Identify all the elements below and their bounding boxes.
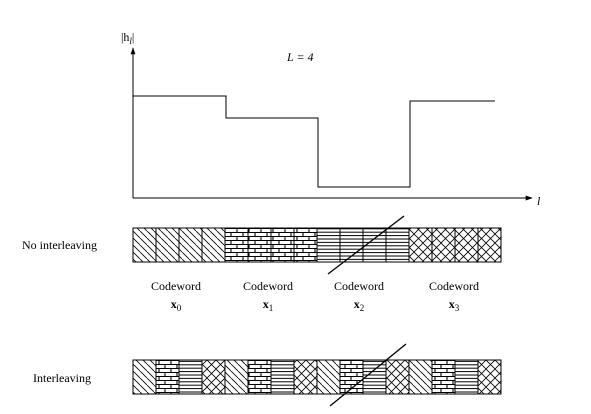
symbol-block-x0 [155, 227, 180, 263]
symbol-block-x1 [247, 227, 272, 263]
svg-text:Codeword: Codeword [429, 279, 479, 293]
codeword-row-no-interleaving [132, 227, 502, 263]
svg-text:Codeword: Codeword [243, 279, 293, 293]
no-interleaving-label: No interleaving [22, 238, 97, 252]
symbol-block-x0 [178, 227, 203, 263]
svg-text:Codeword: Codeword [334, 279, 384, 293]
symbol-block-x1 [293, 227, 318, 263]
symbol-block-x2 [339, 227, 364, 263]
svg-text:x2: x2 [354, 297, 365, 313]
codeword-row-interleaving [132, 359, 502, 395]
y-axis-label: |hl| [121, 30, 134, 46]
symbol-block-x1 [155, 359, 180, 395]
symbol-block-x0 [224, 359, 249, 395]
x-axis-label: l [537, 194, 541, 208]
symbol-block-x3 [408, 227, 433, 263]
symbol-block-x0 [316, 359, 341, 395]
symbol-block-x0 [408, 359, 433, 395]
parameter-label: L = 4 [286, 50, 314, 64]
symbol-block-x2 [178, 359, 203, 395]
symbol-block-x3 [201, 359, 226, 395]
svg-text:x0: x0 [171, 297, 182, 313]
fading-magnitude-curve [133, 95, 495, 188]
codeword-label-1: Codeword x1 [243, 279, 293, 313]
symbol-block-x3 [454, 227, 479, 263]
symbol-block-x2 [454, 359, 479, 395]
symbol-block-x0 [132, 227, 157, 263]
symbol-block-x3 [477, 227, 502, 263]
codeword-label-3: Codeword x3 [429, 279, 479, 313]
symbol-block-x2 [316, 227, 341, 263]
symbol-block-x2 [270, 359, 295, 395]
deep-fade-strike-bottom [329, 343, 407, 407]
symbol-block-x3 [431, 227, 456, 263]
codeword-label-2: Codeword x2 [334, 279, 384, 313]
svg-text:Codeword: Codeword [151, 279, 201, 293]
symbol-block-x1 [247, 359, 272, 395]
symbol-block-x3 [477, 359, 502, 395]
symbol-block-x1 [224, 227, 249, 263]
symbol-block-x3 [385, 359, 410, 395]
deep-fade-strike-top [327, 215, 405, 275]
symbol-block-x0 [132, 359, 157, 395]
symbol-block-x3 [293, 359, 318, 395]
symbol-block-x1 [270, 227, 295, 263]
symbol-block-x2 [385, 227, 410, 263]
symbol-block-x1 [431, 359, 456, 395]
svg-text:x3: x3 [449, 297, 460, 313]
codeword-label-0: Codeword x0 [151, 279, 201, 313]
symbol-block-x0 [201, 227, 226, 263]
interleaving-label: Interleaving [33, 371, 91, 385]
svg-text:x1: x1 [263, 297, 274, 313]
